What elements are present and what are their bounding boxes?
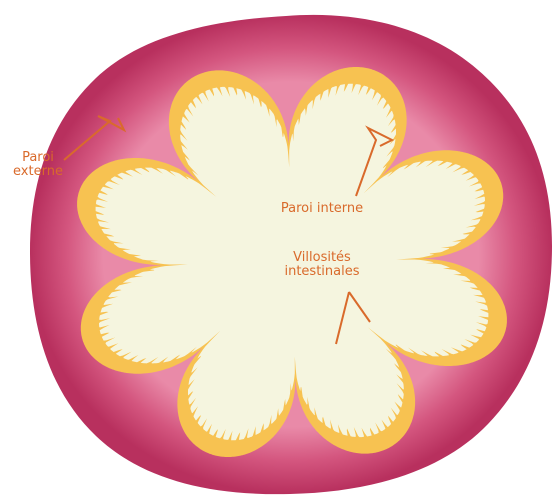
label-paroi-externe-line2: externe	[2, 165, 74, 179]
label-paroi-interne: Paroi interne	[262, 202, 382, 216]
label-paroi-externe-line1: Paroi	[2, 151, 74, 165]
label-paroi-externe: Paroi externe	[2, 151, 74, 179]
label-villosites-intestinales: Villosités intestinales	[266, 251, 378, 279]
label-villosites-line1: Villosités	[266, 251, 378, 265]
label-villosites-line2: intestinales	[266, 265, 378, 279]
